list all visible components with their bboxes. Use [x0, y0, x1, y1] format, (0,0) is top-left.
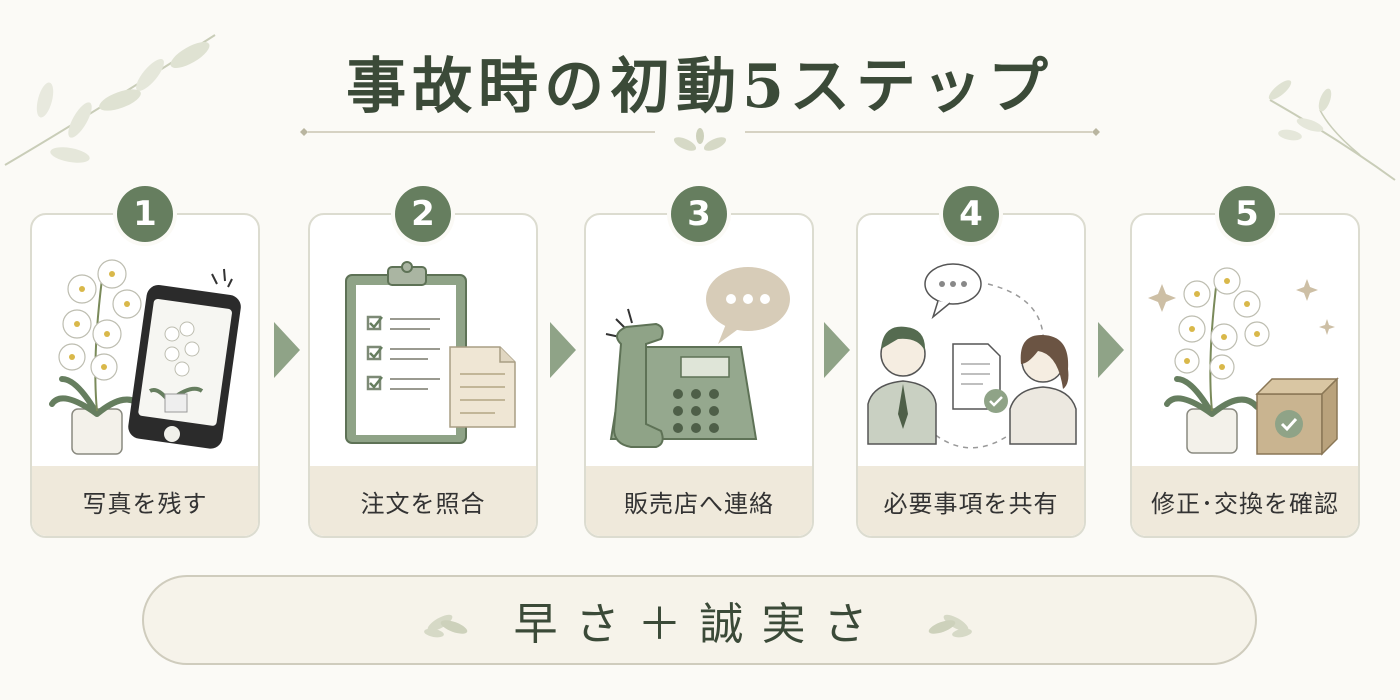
clipboard-checklist-icon: [345, 261, 516, 444]
step-card-1: 写真を残す: [30, 213, 260, 538]
leaf-ornament-icon: [673, 128, 727, 151]
arrow-right-icon: [550, 322, 576, 378]
step-card-2: 注文を照合: [308, 213, 538, 538]
man-icon: [867, 326, 937, 445]
document-check-icon: [952, 343, 1008, 413]
speech-bubble-icon: [924, 263, 982, 320]
sparkle-icon: [1148, 279, 1335, 335]
orchid-photo-icon: [49, 259, 241, 455]
speech-bubble-icon: [706, 267, 790, 344]
arrow-right-icon: [824, 322, 850, 378]
leaf-ornament-left-icon: [424, 614, 468, 638]
telephone-icon: [605, 267, 790, 448]
arrow-right-icon: [274, 322, 300, 378]
arrow-right-icon: [1098, 322, 1124, 378]
step-card-3: 販売店へ連絡: [584, 213, 814, 538]
title-divider: [300, 128, 1100, 151]
motto-text: 早さ＋誠実さ: [513, 599, 886, 650]
motto-banner: 早さ＋誠実さ: [142, 575, 1257, 665]
step-badge-1: 1: [117, 186, 173, 242]
step-label-3: 販売店へ連絡: [586, 466, 812, 536]
step-badge-2: 2: [395, 186, 451, 242]
step-badge-5: 5: [1219, 186, 1275, 242]
people-sharing-icon: [867, 263, 1077, 449]
package-check-icon: [1255, 377, 1339, 456]
woman-icon: [1009, 334, 1077, 445]
corner-sprig-right-icon: [1268, 80, 1396, 181]
step-label-1: 写真を残す: [32, 466, 258, 536]
step-card-4: 必要事項を共有: [856, 213, 1086, 538]
step-badge-4: 4: [943, 186, 999, 242]
step-card-5: 修正･交換を確認: [1130, 213, 1360, 538]
page-title: 事故時の初動5ステップ: [346, 52, 1054, 122]
smartphone-icon: [128, 285, 241, 449]
document-icon: [449, 346, 516, 428]
step-badge-3: 3: [671, 186, 727, 242]
orchid-box-icon: [1148, 267, 1339, 456]
step-label-2: 注文を照合: [310, 466, 536, 536]
leaf-ornament-right-icon: [928, 614, 972, 638]
step-label-5: 修正･交換を確認: [1132, 466, 1358, 536]
step-label-4: 必要事項を共有: [858, 466, 1084, 536]
corner-sprig-left-icon: [4, 34, 216, 166]
